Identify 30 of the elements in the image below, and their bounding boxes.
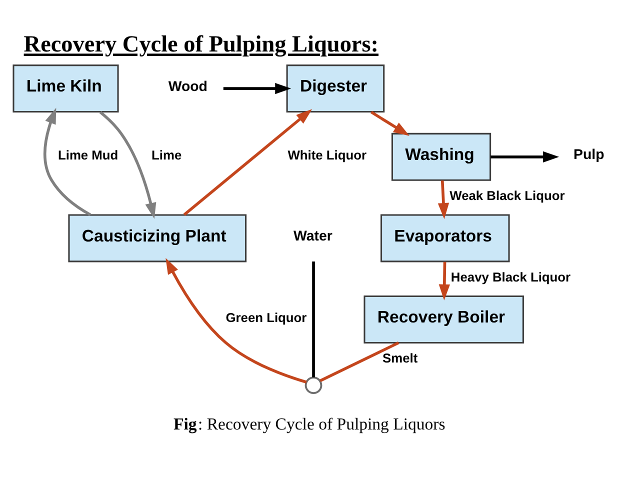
node-text: Pulp bbox=[574, 147, 604, 164]
connector bbox=[312, 261, 315, 378]
arrow bbox=[183, 109, 312, 216]
node-box: Evaporators bbox=[380, 214, 510, 262]
node-circle bbox=[304, 376, 322, 394]
arrow bbox=[99, 111, 156, 219]
arrow bbox=[223, 82, 292, 94]
edge-label: Smelt bbox=[382, 350, 418, 366]
arrow bbox=[370, 110, 410, 136]
arrow bbox=[44, 108, 92, 216]
node-box: Causticizing Plant bbox=[68, 214, 247, 262]
edge-label: Green Liquor bbox=[226, 310, 307, 326]
caption: Fig: Recovery Cycle of Pulping Liquors bbox=[174, 414, 446, 434]
connector bbox=[320, 341, 400, 382]
edge-label: Heavy Black Liquor bbox=[450, 269, 571, 284]
arrow bbox=[166, 258, 307, 384]
node-box: Digester bbox=[286, 64, 385, 113]
edge-label: White Liquor bbox=[288, 147, 366, 162]
arrow bbox=[438, 180, 450, 220]
edge-label: Weak Black Liquor bbox=[450, 188, 565, 204]
node-text: Water bbox=[294, 228, 332, 245]
edge-label: Lime Mud bbox=[58, 147, 118, 162]
diagram-title: Recovery Cycle of Pulping Liquors: bbox=[24, 32, 379, 58]
node-box: Lime Kiln bbox=[12, 64, 119, 113]
node-text: Wood bbox=[168, 78, 208, 95]
node-box: Recovery Boiler bbox=[364, 296, 524, 344]
arrow bbox=[490, 151, 560, 163]
arrow bbox=[438, 262, 450, 300]
node-box: Washing bbox=[391, 132, 492, 181]
edge-label: Lime bbox=[152, 147, 182, 162]
